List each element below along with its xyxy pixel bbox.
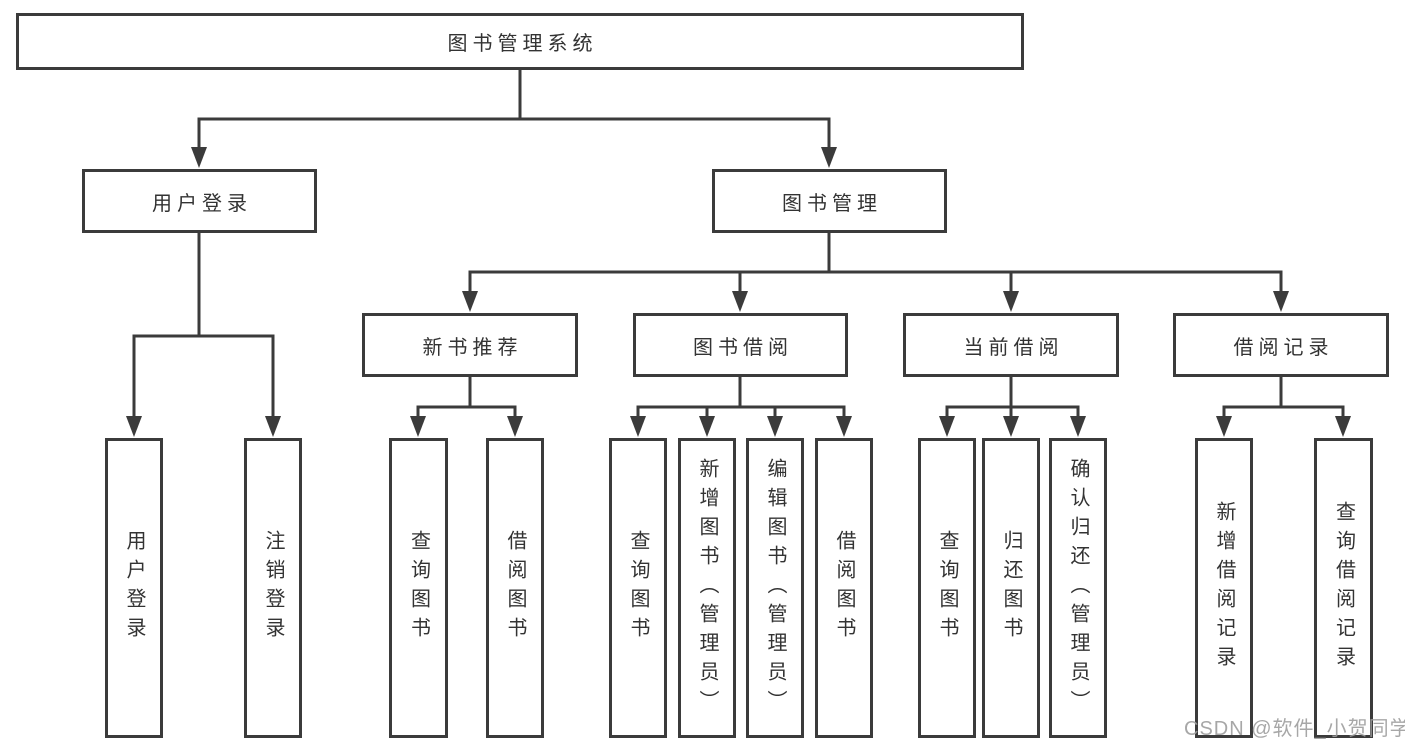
node-book-borrow-label: 图书借阅: [693, 336, 793, 359]
node-borrow-records: 借阅记录: [1173, 313, 1389, 377]
node-library-system: 图书管理系统: [16, 13, 1024, 70]
node-user-login-label: 用户登录: [152, 192, 252, 215]
leaf-user-login: 用户登录: [105, 438, 163, 738]
leaf-add-books-admin: 新增图书（管理员）: [678, 438, 736, 738]
node-library-system-label: 图书管理系统: [447, 33, 598, 55]
leaf-add-borrow-record: 新增借阅记录: [1195, 438, 1253, 738]
leaf-return-books: 归还图书: [982, 438, 1040, 738]
node-book-borrow: 图书借阅: [633, 313, 848, 377]
node-current-borrow: 当前借阅: [903, 313, 1119, 377]
leaf-add-books-admin-label: 新增图书（管理员）: [696, 457, 718, 719]
node-current-borrow-label: 当前借阅: [963, 336, 1064, 359]
leaf-query-books-current: 查询图书: [918, 438, 976, 738]
leaf-query-books-recommend: 查询图书: [389, 438, 448, 738]
leaf-query-books-borrow-label: 查询图书: [627, 530, 649, 646]
leaf-query-borrow-record: 查询借阅记录: [1314, 438, 1373, 738]
node-borrow-records-label: 借阅记录: [1233, 336, 1334, 359]
leaf-logout: 注销登录: [244, 438, 302, 738]
leaf-query-books-recommend-label: 查询图书: [407, 530, 430, 646]
leaf-return-books-label: 归还图书: [1000, 530, 1022, 646]
node-new-book-recommend: 新书推荐: [362, 313, 578, 377]
leaf-borrow-books-recommend-label: 借阅图书: [504, 530, 526, 646]
leaf-confirm-return-admin: 确认归还（管理员）: [1049, 438, 1107, 738]
leaf-query-borrow-record-label: 查询借阅记录: [1332, 501, 1355, 675]
leaf-user-login-label: 用户登录: [123, 530, 145, 646]
leaf-borrow-books-label: 借阅图书: [833, 530, 855, 646]
leaf-borrow-books-recommend: 借阅图书: [486, 438, 544, 738]
leaf-logout-label: 注销登录: [262, 530, 284, 646]
watermark: CSDN @软件_小贺同学: [1184, 718, 1405, 740]
leaf-edit-books-admin-label: 编辑图书（管理员）: [764, 457, 786, 719]
leaf-edit-books-admin: 编辑图书（管理员）: [746, 438, 804, 738]
leaf-confirm-return-admin-label: 确认归还（管理员）: [1067, 457, 1089, 719]
node-book-management-label: 图书管理: [782, 192, 882, 215]
leaf-add-borrow-record-label: 新增借阅记录: [1213, 501, 1235, 675]
node-user-login: 用户登录: [82, 169, 317, 233]
leaf-query-books-borrow: 查询图书: [609, 438, 667, 738]
node-new-book-recommend-label: 新书推荐: [422, 336, 523, 359]
node-book-management: 图书管理: [712, 169, 947, 233]
leaf-borrow-books: 借阅图书: [815, 438, 873, 738]
leaf-query-books-current-label: 查询图书: [936, 530, 958, 646]
